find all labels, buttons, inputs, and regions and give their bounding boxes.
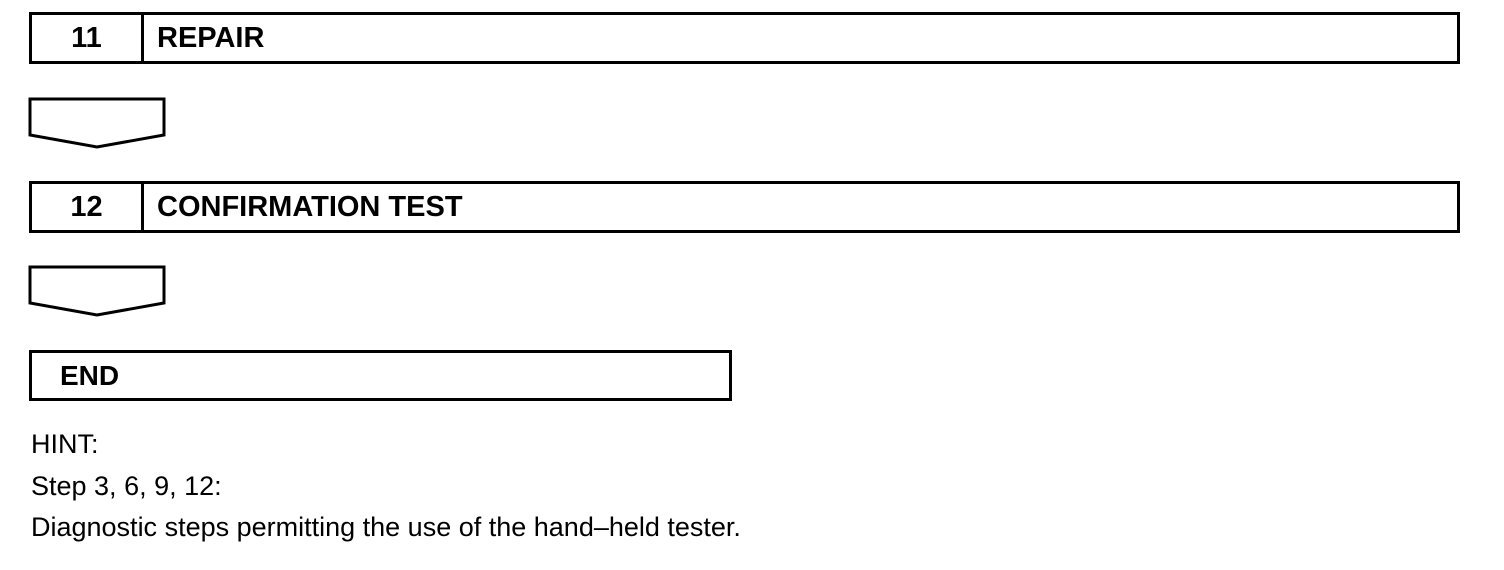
hint-section: HINT: Step 3, 6, 9, 12: Diagnostic steps… [31, 424, 741, 549]
step-title: REPAIR [157, 21, 265, 54]
flow-down-arrow-icon [28, 97, 166, 149]
flow-down-arrow-icon [28, 265, 166, 317]
hint-description: Diagnostic steps permitting the use of t… [31, 512, 741, 542]
step-11-box: 11 REPAIR [29, 12, 1460, 64]
end-box: END [29, 350, 732, 401]
hint-heading: HINT: [31, 429, 99, 459]
step-number: 11 [32, 15, 144, 61]
step-title: CONFIRMATION TEST [157, 190, 463, 223]
step-number: 12 [32, 184, 144, 230]
hint-steps-line: Step 3, 6, 9, 12: [31, 470, 222, 501]
step-12-box: 12 CONFIRMATION TEST [29, 181, 1460, 233]
